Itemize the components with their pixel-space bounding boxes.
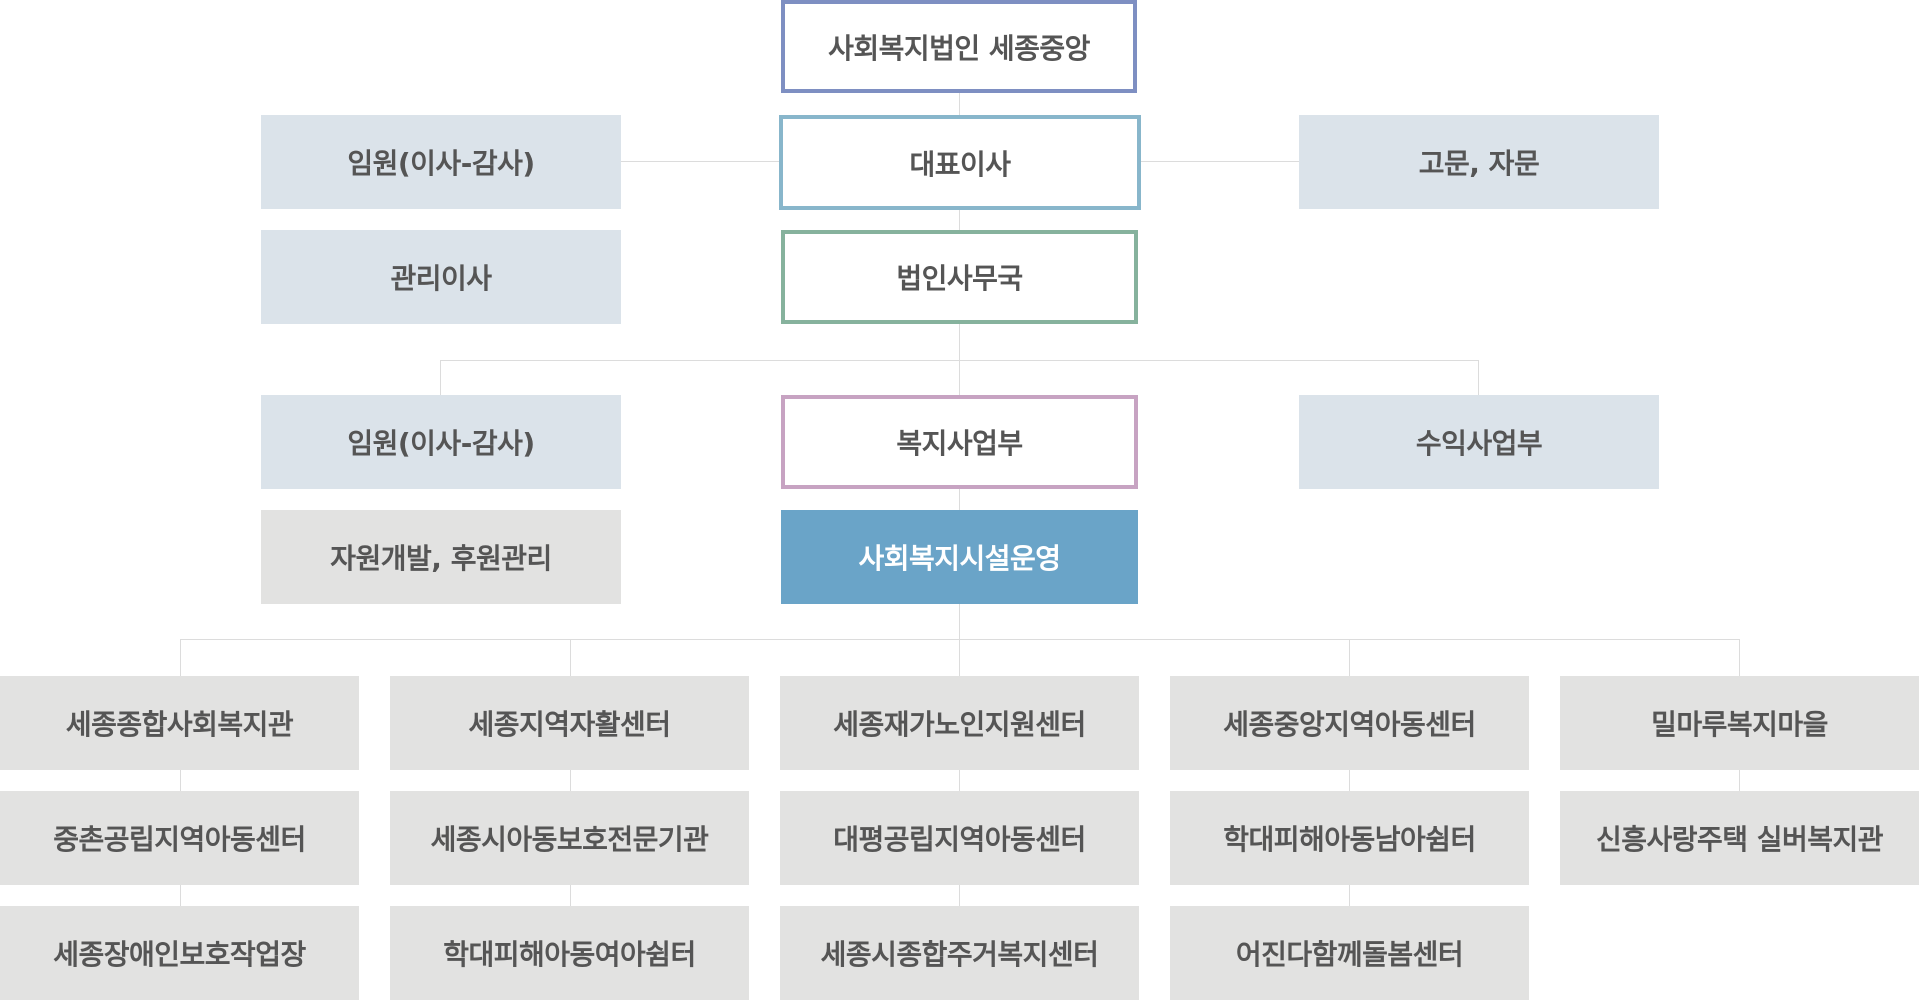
ceo-box: 대표이사 (779, 115, 1141, 210)
connector-col1 (180, 639, 181, 906)
connector-ceo-right (1141, 161, 1299, 162)
connector-division-bar (440, 360, 1479, 361)
resources-box: 자원개발, 후원관리 (261, 510, 621, 604)
foundation-box: 사회복지법인 세종중앙 (781, 0, 1137, 93)
revenue-division-box: 수익사업부 (1299, 395, 1659, 489)
facility-box: 어진다함께돌봄센터 (1170, 906, 1529, 1000)
facility-box: 학대피해아동여아쉼터 (390, 906, 749, 1000)
facility-box: 세종장애인보호작업장 (0, 906, 359, 1000)
facility-box: 세종재가노인지원센터 (780, 676, 1139, 770)
facility-box: 대평공립지역아동센터 (780, 791, 1139, 885)
facility-box: 신흥사랑주택 실버복지관 (1560, 791, 1919, 885)
connector-ceo-left (620, 161, 779, 162)
welfare-division-box: 복지사업부 (781, 395, 1138, 489)
connector-col2 (570, 639, 571, 906)
connector-col3 (959, 639, 960, 906)
facility-box: 밀마루복지마을 (1560, 676, 1919, 770)
connector-facility-bar (180, 639, 1740, 640)
division-executives-box: 임원(이사-감사) (261, 395, 621, 489)
facility-box: 세종중앙지역아동센터 (1170, 676, 1529, 770)
connector-col4 (1349, 639, 1350, 906)
executives-box: 임원(이사-감사) (261, 115, 621, 209)
advisory-box: 고문, 자문 (1299, 115, 1659, 209)
connector-division-right (1478, 360, 1479, 395)
facility-box: 세종지역자활센터 (390, 676, 749, 770)
facility-box: 세종시종합주거복지센터 (780, 906, 1139, 1000)
facility-box: 세종시아동보호전문기관 (390, 791, 749, 885)
connector-main-trunk (959, 93, 960, 639)
connector-division-left (440, 360, 441, 395)
facility-box: 학대피해아동남아쉼터 (1170, 791, 1529, 885)
facility-box: 중촌공립지역아동센터 (0, 791, 359, 885)
office-box: 법인사무국 (781, 230, 1138, 324)
facility-ops-box: 사회복지시설운영 (781, 510, 1138, 604)
facility-box: 세종종합사회복지관 (0, 676, 359, 770)
managing-director-box: 관리이사 (261, 230, 621, 324)
